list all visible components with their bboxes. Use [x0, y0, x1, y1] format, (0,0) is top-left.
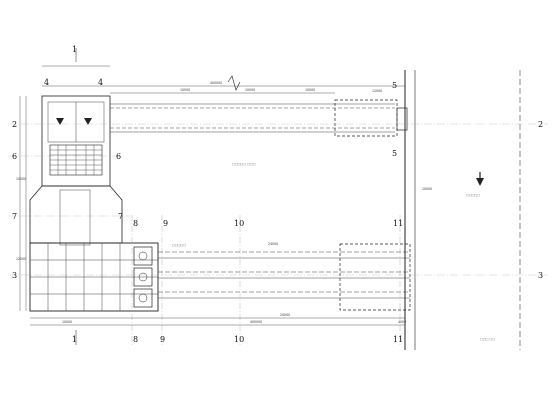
dim-bot-total: 400000 — [250, 320, 262, 324]
screen-grid — [49, 144, 103, 176]
axis-6-left: 6 — [12, 152, 17, 161]
lower-pipes — [158, 251, 410, 299]
dim-left-a: 10000 — [16, 177, 26, 181]
pump-station-grid — [30, 243, 158, 311]
note-right-block: □□□□□ — [466, 193, 480, 197]
axis-9-top: 9 — [163, 219, 168, 228]
axis-5-top: 5 — [392, 81, 397, 90]
axis-10-top: 10 — [234, 219, 244, 228]
axis-5-mid: 5 — [392, 149, 397, 158]
outflow-arrow — [476, 178, 484, 186]
axis-1-bottom: 1 — [72, 335, 77, 344]
pump-3 — [133, 288, 153, 308]
axis-2-left: 2 — [12, 120, 17, 129]
flow-arrow-left-2 — [84, 118, 92, 125]
axis-1-top: 1 — [72, 45, 77, 54]
dim-bot-a: 10000 — [62, 320, 72, 324]
axis-7-right: 7 — [118, 212, 123, 221]
note-upper-center: □□□□□ □□□ — [232, 162, 256, 166]
axis-3-right: 3 — [538, 271, 543, 280]
axis-8-bottom: 8 — [133, 335, 138, 344]
axis-2-right: 2 — [538, 120, 543, 129]
dim-top-span-a: 10000 — [180, 88, 190, 92]
dim-mid: 24000 — [268, 242, 278, 246]
flow-arrow-left-1 — [56, 118, 64, 125]
dim-top-span-c: 10000 — [305, 88, 315, 92]
dim-top-span-b: 10000 — [245, 88, 255, 92]
note-lower-pipe: □□□□□ — [172, 243, 186, 247]
axis-9-bottom: 9 — [160, 335, 165, 344]
axis-8-top: 8 — [133, 219, 138, 228]
axis-7-left: 7 — [12, 212, 17, 221]
dim-bot-b: 20000 — [280, 313, 290, 317]
note-footer: □□□ □□ — [480, 337, 495, 341]
dim-left-b: 12000 — [16, 257, 26, 261]
axis-11-top: 11 — [393, 219, 403, 228]
axis-10-bottom: 10 — [234, 335, 244, 344]
transition-section — [29, 185, 123, 244]
upper-valve-chamber — [334, 99, 398, 137]
lower-valve-chamber — [339, 243, 411, 311]
dim-bottom-right: 4000 — [398, 320, 406, 324]
axis-3-left: 3 — [12, 271, 17, 280]
pump-1 — [133, 246, 153, 266]
dim-right-b: 10000 — [422, 187, 432, 191]
dim-right-a: 12000 — [372, 89, 382, 93]
channel-core — [59, 189, 91, 246]
axis-4-right: 4 — [98, 78, 103, 87]
pump-2 — [133, 267, 153, 287]
upper-end-block — [396, 107, 408, 131]
upper-pipes — [110, 103, 395, 133]
axis-6-right: 6 — [116, 152, 121, 161]
dim-top-total: 400000 — [210, 81, 222, 85]
axis-11-bottom: 11 — [393, 335, 403, 344]
axis-4-left: 4 — [44, 78, 49, 87]
break-mark — [227, 75, 241, 91]
